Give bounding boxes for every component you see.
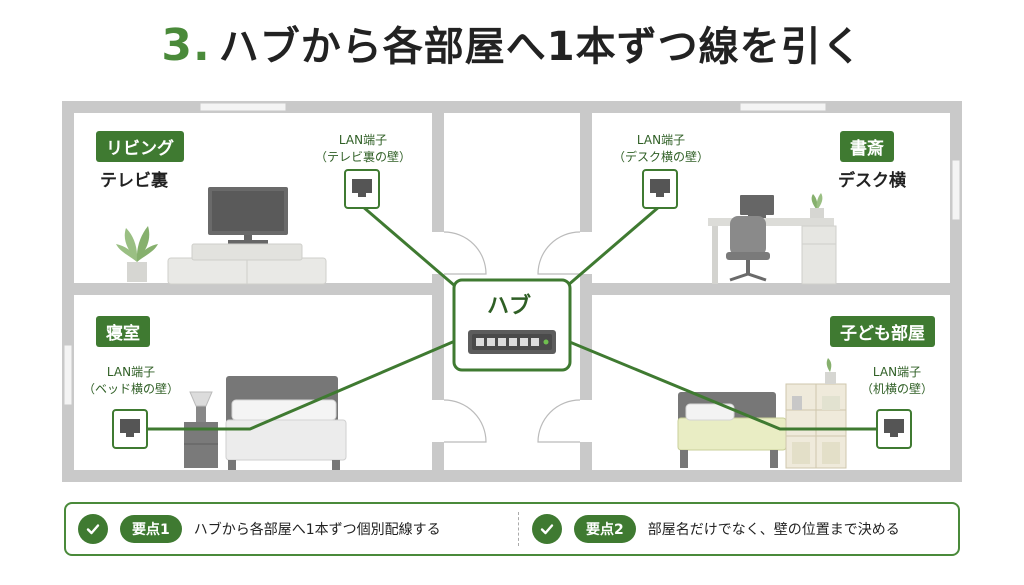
- cable-study: [559, 204, 661, 294]
- lan-title-kids: LAN端子: [872, 365, 922, 379]
- cable-bedroom: [148, 336, 463, 431]
- room-tag-kids: 子ども部屋: [830, 316, 935, 347]
- title-number: 3.: [161, 20, 211, 71]
- lan-port-bedroom-icon: [112, 409, 148, 449]
- room-sub-living: テレビ裏: [100, 171, 168, 191]
- key-point-1-text: ハブから各部屋へ1本ずつ個別配線する: [193, 522, 441, 538]
- window-left: [63, 344, 73, 406]
- key-point-2: 要点2 部屋名だけでなく、壁の位置まで決める: [532, 514, 900, 544]
- room-tag-study: 書斎: [840, 131, 894, 162]
- lan-label-kids: LAN端子 （机横の壁）: [850, 364, 944, 398]
- room-tag-living: リビング: [96, 131, 184, 162]
- switch-icon: [468, 330, 556, 354]
- doors: [432, 231, 592, 443]
- window-top-right: [739, 102, 827, 112]
- lan-label-living: LAN端子 （テレビ裏の壁）: [308, 132, 418, 166]
- lan-location-bedroom: （ベッド横の壁）: [82, 382, 179, 396]
- hub-label: ハブ: [486, 294, 531, 319]
- desk-plant-icon: [810, 193, 824, 218]
- key-points-panel: 要点1 ハブから各部屋へ1本ずつ個別配線する 要点2 部屋名だけでなく、壁の位置…: [64, 502, 960, 556]
- lan-label-study: LAN端子 （デスク横の壁）: [602, 132, 720, 166]
- lan-port-kids-icon: [876, 409, 912, 449]
- window-right: [951, 159, 961, 221]
- chair-icon: [726, 216, 770, 282]
- plant-icon: [116, 226, 158, 282]
- key-point-1: 要点1 ハブから各部屋へ1本ずつ個別配線する: [78, 514, 441, 544]
- room-tag-bedroom: 寝室: [96, 316, 150, 347]
- lan-label-bedroom: LAN端子 （ベッド横の壁）: [72, 364, 190, 398]
- lan-title-study: LAN端子: [636, 133, 686, 147]
- lan-port-living-icon: [344, 169, 380, 209]
- check-icon: [78, 514, 108, 544]
- desk-icon: [708, 195, 837, 285]
- key-point-2-badge: 要点2: [574, 515, 636, 543]
- walls: [62, 101, 962, 482]
- key-point-1-badge: 要点1: [120, 515, 182, 543]
- lan-port-study-icon: [642, 169, 678, 209]
- window-top-left: [199, 102, 287, 112]
- cable-kids: [559, 336, 878, 431]
- lan-title-living: LAN端子: [338, 133, 388, 147]
- floor-plan: [62, 101, 962, 482]
- lan-location-kids: （机横の壁）: [860, 382, 933, 396]
- lan-title-bedroom: LAN端子: [106, 365, 156, 379]
- tv-stand-icon: [167, 243, 327, 285]
- key-point-2-text: 部屋名だけでなく、壁の位置まで決める: [647, 522, 900, 538]
- room-sub-study: デスク横: [838, 171, 906, 191]
- divider: [518, 512, 519, 546]
- title-text: ハブから各部屋へ1本ずつ線を引く: [218, 24, 863, 70]
- tv-icon: [208, 187, 288, 244]
- bed-icon: [225, 376, 347, 470]
- cables: [148, 204, 878, 431]
- lan-location-living: （テレビ裏の壁）: [314, 150, 411, 164]
- lan-location-study: （デスク横の壁）: [612, 150, 709, 164]
- check-icon: [532, 514, 562, 544]
- shelf-icon: [785, 358, 847, 469]
- page-title: 3.ハブから各部屋へ1本ずつ線を引く: [0, 14, 1024, 72]
- kids-bed-icon: [677, 392, 787, 468]
- cable-living: [361, 204, 463, 294]
